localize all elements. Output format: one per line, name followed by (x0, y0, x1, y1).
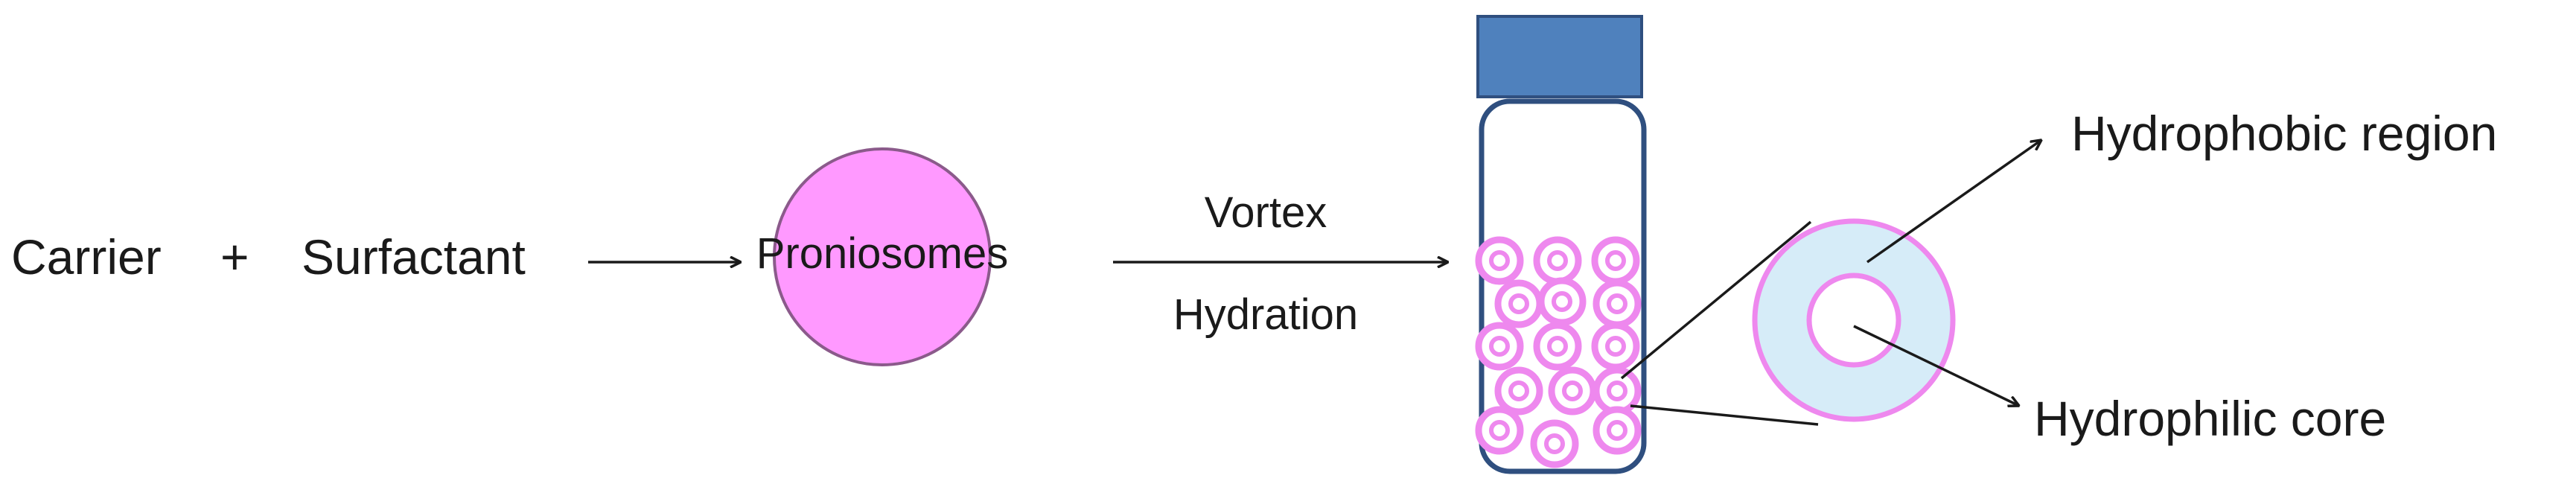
zoom-line-top (1620, 220, 1812, 380)
enlarged-niosome (1752, 218, 1956, 422)
hydrophilic-core-label: Hydrophilic core (2034, 391, 2386, 446)
carrier-label: Carrier (11, 229, 162, 284)
arrow-hydrophobic-region (1866, 140, 2041, 264)
hydrophilic-core-circle (1806, 273, 1901, 368)
arrow-hydrophilic-core (1853, 325, 2019, 406)
vial-cap (1476, 15, 1643, 98)
zoom-line-bottom (1630, 404, 1819, 426)
niosome-vesicles (1479, 240, 1638, 465)
plus-sign: + (220, 229, 249, 284)
surfactant-label: Surfactant (302, 229, 526, 284)
hydration-label: Hydration (1173, 290, 1358, 339)
vial (1476, 15, 1647, 474)
proniosomes-circle (773, 147, 992, 366)
hydrophobic-region-label: Hydrophobic region (2071, 106, 2497, 161)
proniosomes-label: Proniosomes (756, 229, 1008, 278)
vortex-label: Vortex (1205, 188, 1327, 237)
